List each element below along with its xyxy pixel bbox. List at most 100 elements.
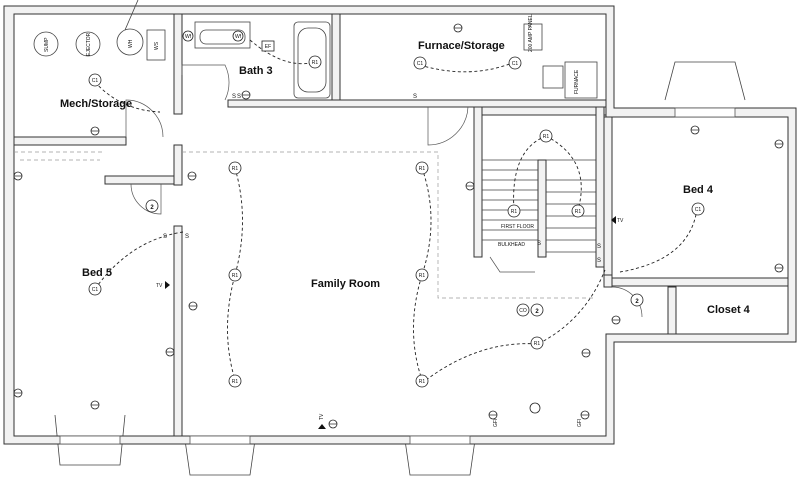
- ceiling-outline: [14, 151, 596, 299]
- c1-fixture: C1: [88, 282, 102, 296]
- svg-text:R1: R1: [543, 134, 550, 140]
- outlets: [13, 23, 784, 429]
- svg-text:R1: R1: [575, 209, 582, 215]
- svg-text:S: S: [185, 234, 189, 240]
- svg-text:CO: CO: [519, 308, 527, 314]
- svg-text:2: 2: [150, 205, 154, 211]
- svg-text:FIRST FLOOR: FIRST FLOOR: [501, 224, 534, 230]
- tv-markers: [165, 216, 616, 429]
- smoke-detector: 2: [630, 293, 644, 307]
- room-family-room: Family Room: [311, 278, 380, 290]
- smoke-detectors: 2 2 2 CO: [145, 199, 644, 317]
- room-mech-storage: Mech/Storage: [60, 98, 132, 110]
- outlet: [580, 410, 590, 420]
- switches: S S S S S S S S: [163, 94, 601, 264]
- svg-text:GFI: GFI: [493, 419, 499, 427]
- svg-text:EF: EF: [265, 44, 271, 50]
- svg-text:2: 2: [635, 299, 639, 305]
- c1-fixture: C1: [413, 56, 427, 70]
- r1-fixture: R1: [507, 204, 521, 218]
- outlet: [328, 419, 338, 429]
- svg-text:S: S: [413, 94, 417, 100]
- room-bed-4: Bed 4: [683, 184, 714, 196]
- outlet: [90, 126, 100, 136]
- exterior-walls: [3, 5, 797, 445]
- outlet: [241, 90, 251, 100]
- c1-fixture: C1: [691, 202, 705, 216]
- equipment-labels: SUMP EJECTOR WH WS 200 AMP PANEL FURNACE…: [44, 14, 624, 427]
- outlet: [774, 139, 784, 149]
- svg-text:S: S: [237, 94, 241, 100]
- r1-fixture: R1: [228, 268, 242, 282]
- outlet: [581, 348, 591, 358]
- outlet: [90, 400, 100, 410]
- room-furnace-storage: Furnace/Storage: [418, 40, 505, 52]
- r1-fixture: R1: [539, 129, 553, 143]
- svg-text:S: S: [537, 241, 541, 247]
- smoke-detector: 2: [145, 199, 159, 213]
- outlet: [611, 315, 621, 325]
- outlet: [690, 125, 700, 135]
- svg-text:GFI: GFI: [577, 419, 583, 427]
- r1-fixture: R1: [228, 374, 242, 388]
- room-bed-5: Bed 5: [82, 267, 112, 279]
- r1-fixture: R1: [415, 268, 429, 282]
- r1-fixture: R1: [530, 336, 544, 350]
- svg-text:EJECTOR: EJECTOR: [86, 32, 92, 56]
- svg-text:C1: C1: [92, 287, 99, 293]
- room-bath-3: Bath 3: [239, 65, 273, 77]
- outlet: [165, 347, 175, 357]
- svg-text:C1: C1: [695, 207, 702, 213]
- svg-text:R1: R1: [511, 209, 518, 215]
- co-detector: CO: [516, 303, 530, 317]
- outlet: [774, 263, 784, 273]
- svg-text:S: S: [232, 94, 236, 100]
- svg-text:R1: R1: [534, 341, 541, 347]
- outlet: [188, 301, 198, 311]
- svg-text:SUMP: SUMP: [44, 37, 50, 52]
- outlet: [13, 171, 23, 181]
- room-closet-4: Closet 4: [707, 304, 751, 316]
- svg-text:200 AMP PANEL: 200 AMP PANEL: [528, 14, 534, 52]
- svg-text:TV: TV: [319, 413, 325, 420]
- furnace-unit: [564, 61, 598, 99]
- svg-text:TV: TV: [617, 218, 624, 224]
- r1-fixture: R1: [415, 161, 429, 175]
- water-softener: [146, 29, 166, 61]
- wf-fixture: Wf: [232, 30, 244, 42]
- svg-text:C1: C1: [92, 78, 99, 84]
- outlet: [488, 410, 498, 420]
- svg-text:R1: R1: [232, 379, 239, 385]
- r1-fixture: R1: [571, 204, 585, 218]
- light-fixtures: C1 C1 C1 C1 C1 R1 R1 R1 R1 R1 R1 R1 R1 R…: [88, 30, 705, 388]
- outlet: [187, 171, 197, 181]
- svg-text:TV: TV: [156, 283, 163, 289]
- svg-text:R1: R1: [419, 379, 426, 385]
- c1-fixture: C1: [508, 56, 522, 70]
- svg-text:S: S: [163, 234, 167, 240]
- svg-text:S: S: [597, 258, 601, 264]
- ef-fixture: EF: [261, 40, 275, 52]
- svg-text:S: S: [597, 244, 601, 250]
- water-heater: [116, 28, 144, 56]
- svg-text:C1: C1: [417, 61, 424, 67]
- svg-text:R1: R1: [232, 273, 239, 279]
- svg-text:WH: WH: [128, 39, 134, 48]
- sump-pit: [33, 31, 59, 57]
- svg-text:R1: R1: [312, 60, 319, 66]
- svg-text:R1: R1: [419, 273, 426, 279]
- svg-text:Wf: Wf: [185, 34, 192, 40]
- svg-text:WS: WS: [154, 41, 160, 50]
- ejector-pit: [75, 31, 101, 57]
- bath-fixtures: [194, 21, 331, 99]
- room-labels: Mech/Storage Bath 3 Furnace/Storage Bed …: [60, 40, 751, 316]
- mech-equipment: [33, 0, 598, 99]
- r1-fixture: R1: [228, 161, 242, 175]
- outlet: [13, 388, 23, 398]
- outlet: [529, 402, 541, 414]
- interior-walls: [13, 13, 789, 437]
- c1-fixture: C1: [88, 73, 102, 87]
- wf-fixture: Wf: [182, 30, 194, 42]
- svg-text:C1: C1: [512, 61, 519, 67]
